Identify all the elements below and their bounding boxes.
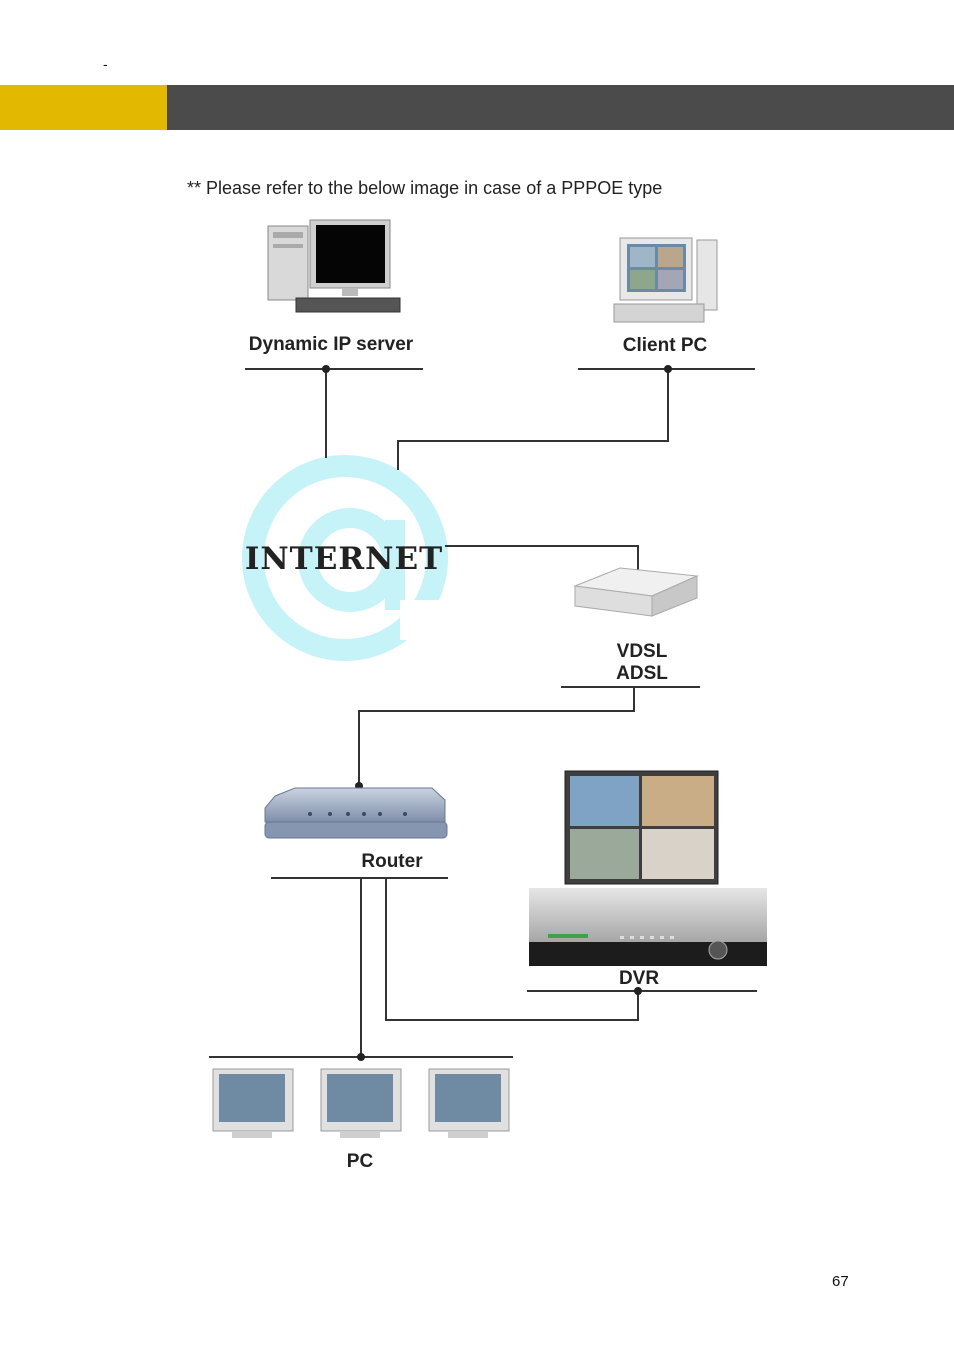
label-adsl: ADSL: [616, 663, 668, 684]
server-computer-icon: [267, 219, 401, 313]
label-vdsl: VDSL: [617, 641, 668, 662]
client-pc-icon: [613, 237, 718, 323]
pppoe-note: ** Please refer to the below image in ca…: [187, 178, 663, 198]
pc-monitor-icon: [428, 1068, 510, 1138]
label-pc: PC: [347, 1151, 374, 1172]
label-client-pc: Client PC: [623, 335, 708, 356]
header-dash: -: [103, 56, 108, 72]
header-bar: [167, 85, 954, 130]
dvr-monitor-icon: [564, 770, 719, 885]
label-internet: INTERNET: [245, 541, 443, 577]
modem-icon: [573, 567, 699, 617]
dvr-unit-icon: [529, 888, 767, 966]
label-dvr: DVR: [619, 968, 659, 989]
label-dynamic-ip-server: Dynamic IP server: [249, 334, 414, 355]
internet-at-icon: [242, 455, 460, 661]
pc-monitor-icon: [212, 1068, 294, 1138]
router-icon: [264, 787, 448, 839]
page-number: 67: [832, 1273, 849, 1290]
header-accent-bar: [0, 85, 167, 130]
pc-monitor-icon: [320, 1068, 402, 1138]
label-router: Router: [361, 851, 423, 872]
